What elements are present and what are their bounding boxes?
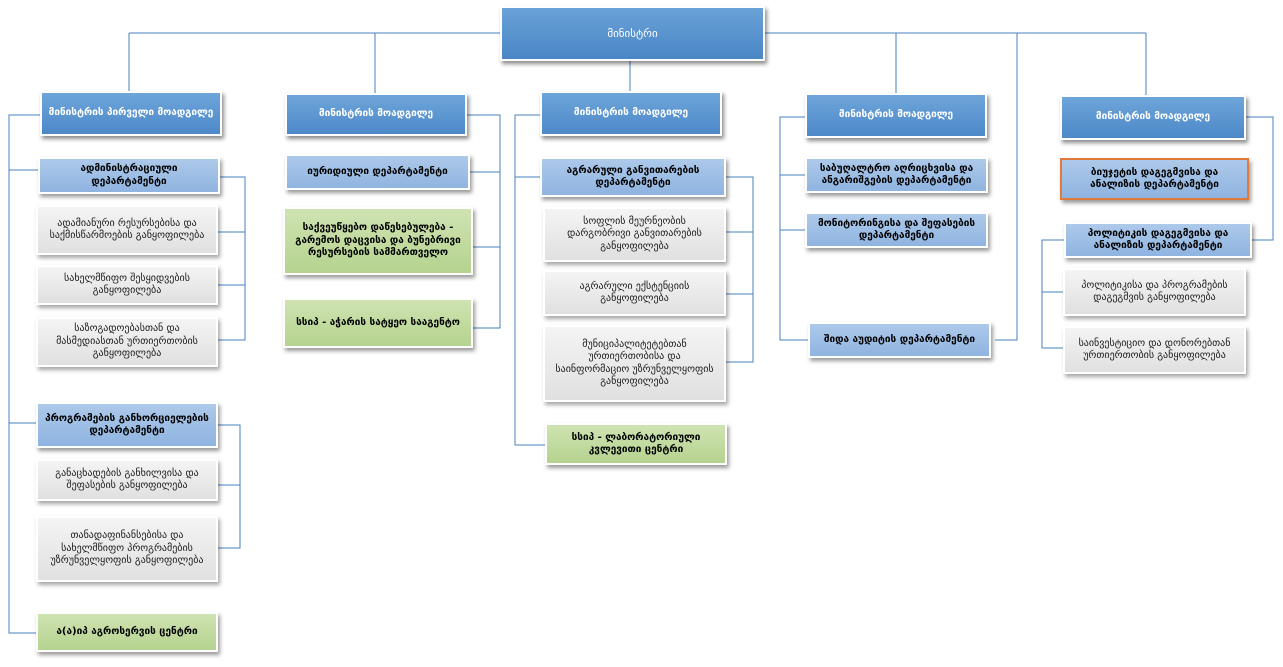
legal-department-box[interactable]: იურიდიული დეპარტამენტი (285, 154, 470, 190)
budget-planning-department-box[interactable]: ბიუჯეტის დაგეგმვისა და ანალიზის დეპარტამ… (1060, 158, 1249, 200)
agrarian-extension-division-box[interactable]: აგრარული ექსტენციის განყოფილება (543, 270, 726, 316)
application-review-division-box[interactable]: განაცხადების განხილვისა და შეფასების გან… (36, 459, 218, 501)
monitoring-department-box[interactable]: მონიტორინგისა და შეფასების დეპარტამენტი (805, 212, 988, 248)
agrarian-development-department-box[interactable]: აგრარული განვითარების დეპარტამენტი (540, 157, 726, 197)
deputy-minister-5-box[interactable]: მინისტრის მოადგილე (1060, 95, 1246, 140)
hr-records-division-box[interactable]: ადამიანური რესურსებისა და საქმისწარმოები… (36, 205, 218, 255)
investment-donor-division-box[interactable]: საინვესტიციო და დონორებთან ურთიერთობის გ… (1063, 326, 1246, 374)
administrative-department-box[interactable]: ადმინისტრაციული დეპარტამენტი (38, 157, 220, 194)
forestry-agency-box[interactable]: სსიპ - აჭარის სატყეო სააგენტო (283, 298, 473, 348)
sectoral-development-division-box[interactable]: სოფლის მეურნეობის დარგობრივი განვითარები… (543, 207, 726, 262)
deputy-minister-4-box[interactable]: მინისტრის მოადგილე (805, 93, 987, 138)
procurement-division-box[interactable]: სახელმწიფო შესყიდვების განყოფილება (36, 265, 218, 305)
minister-box[interactable]: მინისტრი (500, 6, 765, 61)
municipal-relations-division-box[interactable]: მუნიციპალიტეტებთან ურთიერთობისა და საინფ… (543, 325, 726, 402)
environment-directorate-box[interactable]: საქვეუწყებო დაწესებულება - გარემოს დაცვი… (283, 207, 473, 275)
public-relations-division-box[interactable]: საზოგადოებასთან და მასმედიასთან ურთიერთო… (36, 317, 218, 367)
laboratory-research-center-box[interactable]: სსიპ - ლაბორატორიული კვლევითი ცენტრი (545, 423, 727, 465)
accounting-department-box[interactable]: საბუღალტრო აღრიცხვისა და ანგარიშგების დე… (805, 157, 988, 193)
program-implementation-department-box[interactable]: პროგრამების განხორციელების დეპარტამენტი (36, 402, 218, 448)
policy-planning-department-box[interactable]: პოლიტიკის დაგეგმვისა და ანალიზის დეპარტა… (1064, 222, 1252, 258)
deputy-minister-2-box[interactable]: მინისტრის მოადგილე (285, 93, 467, 136)
internal-audit-department-box[interactable]: შიდა აუდიტის დეპარტამენტი (808, 322, 991, 358)
first-deputy-minister-box[interactable]: მინისტრის პირველი მოადგილე (40, 91, 222, 136)
deputy-minister-3-box[interactable]: მინისტრის მოადგილე (540, 91, 722, 136)
cofinancing-programs-division-box[interactable]: თანადაფინანსებისა და სახელმწიფო პროგრამე… (36, 516, 218, 582)
agroservice-center-box[interactable]: ა(ა)იპ აგროსერვის ცენტრი (36, 612, 218, 652)
policy-programs-division-box[interactable]: პოლიტიკისა და პროგრამების დაგეგმვის განყ… (1063, 268, 1246, 316)
